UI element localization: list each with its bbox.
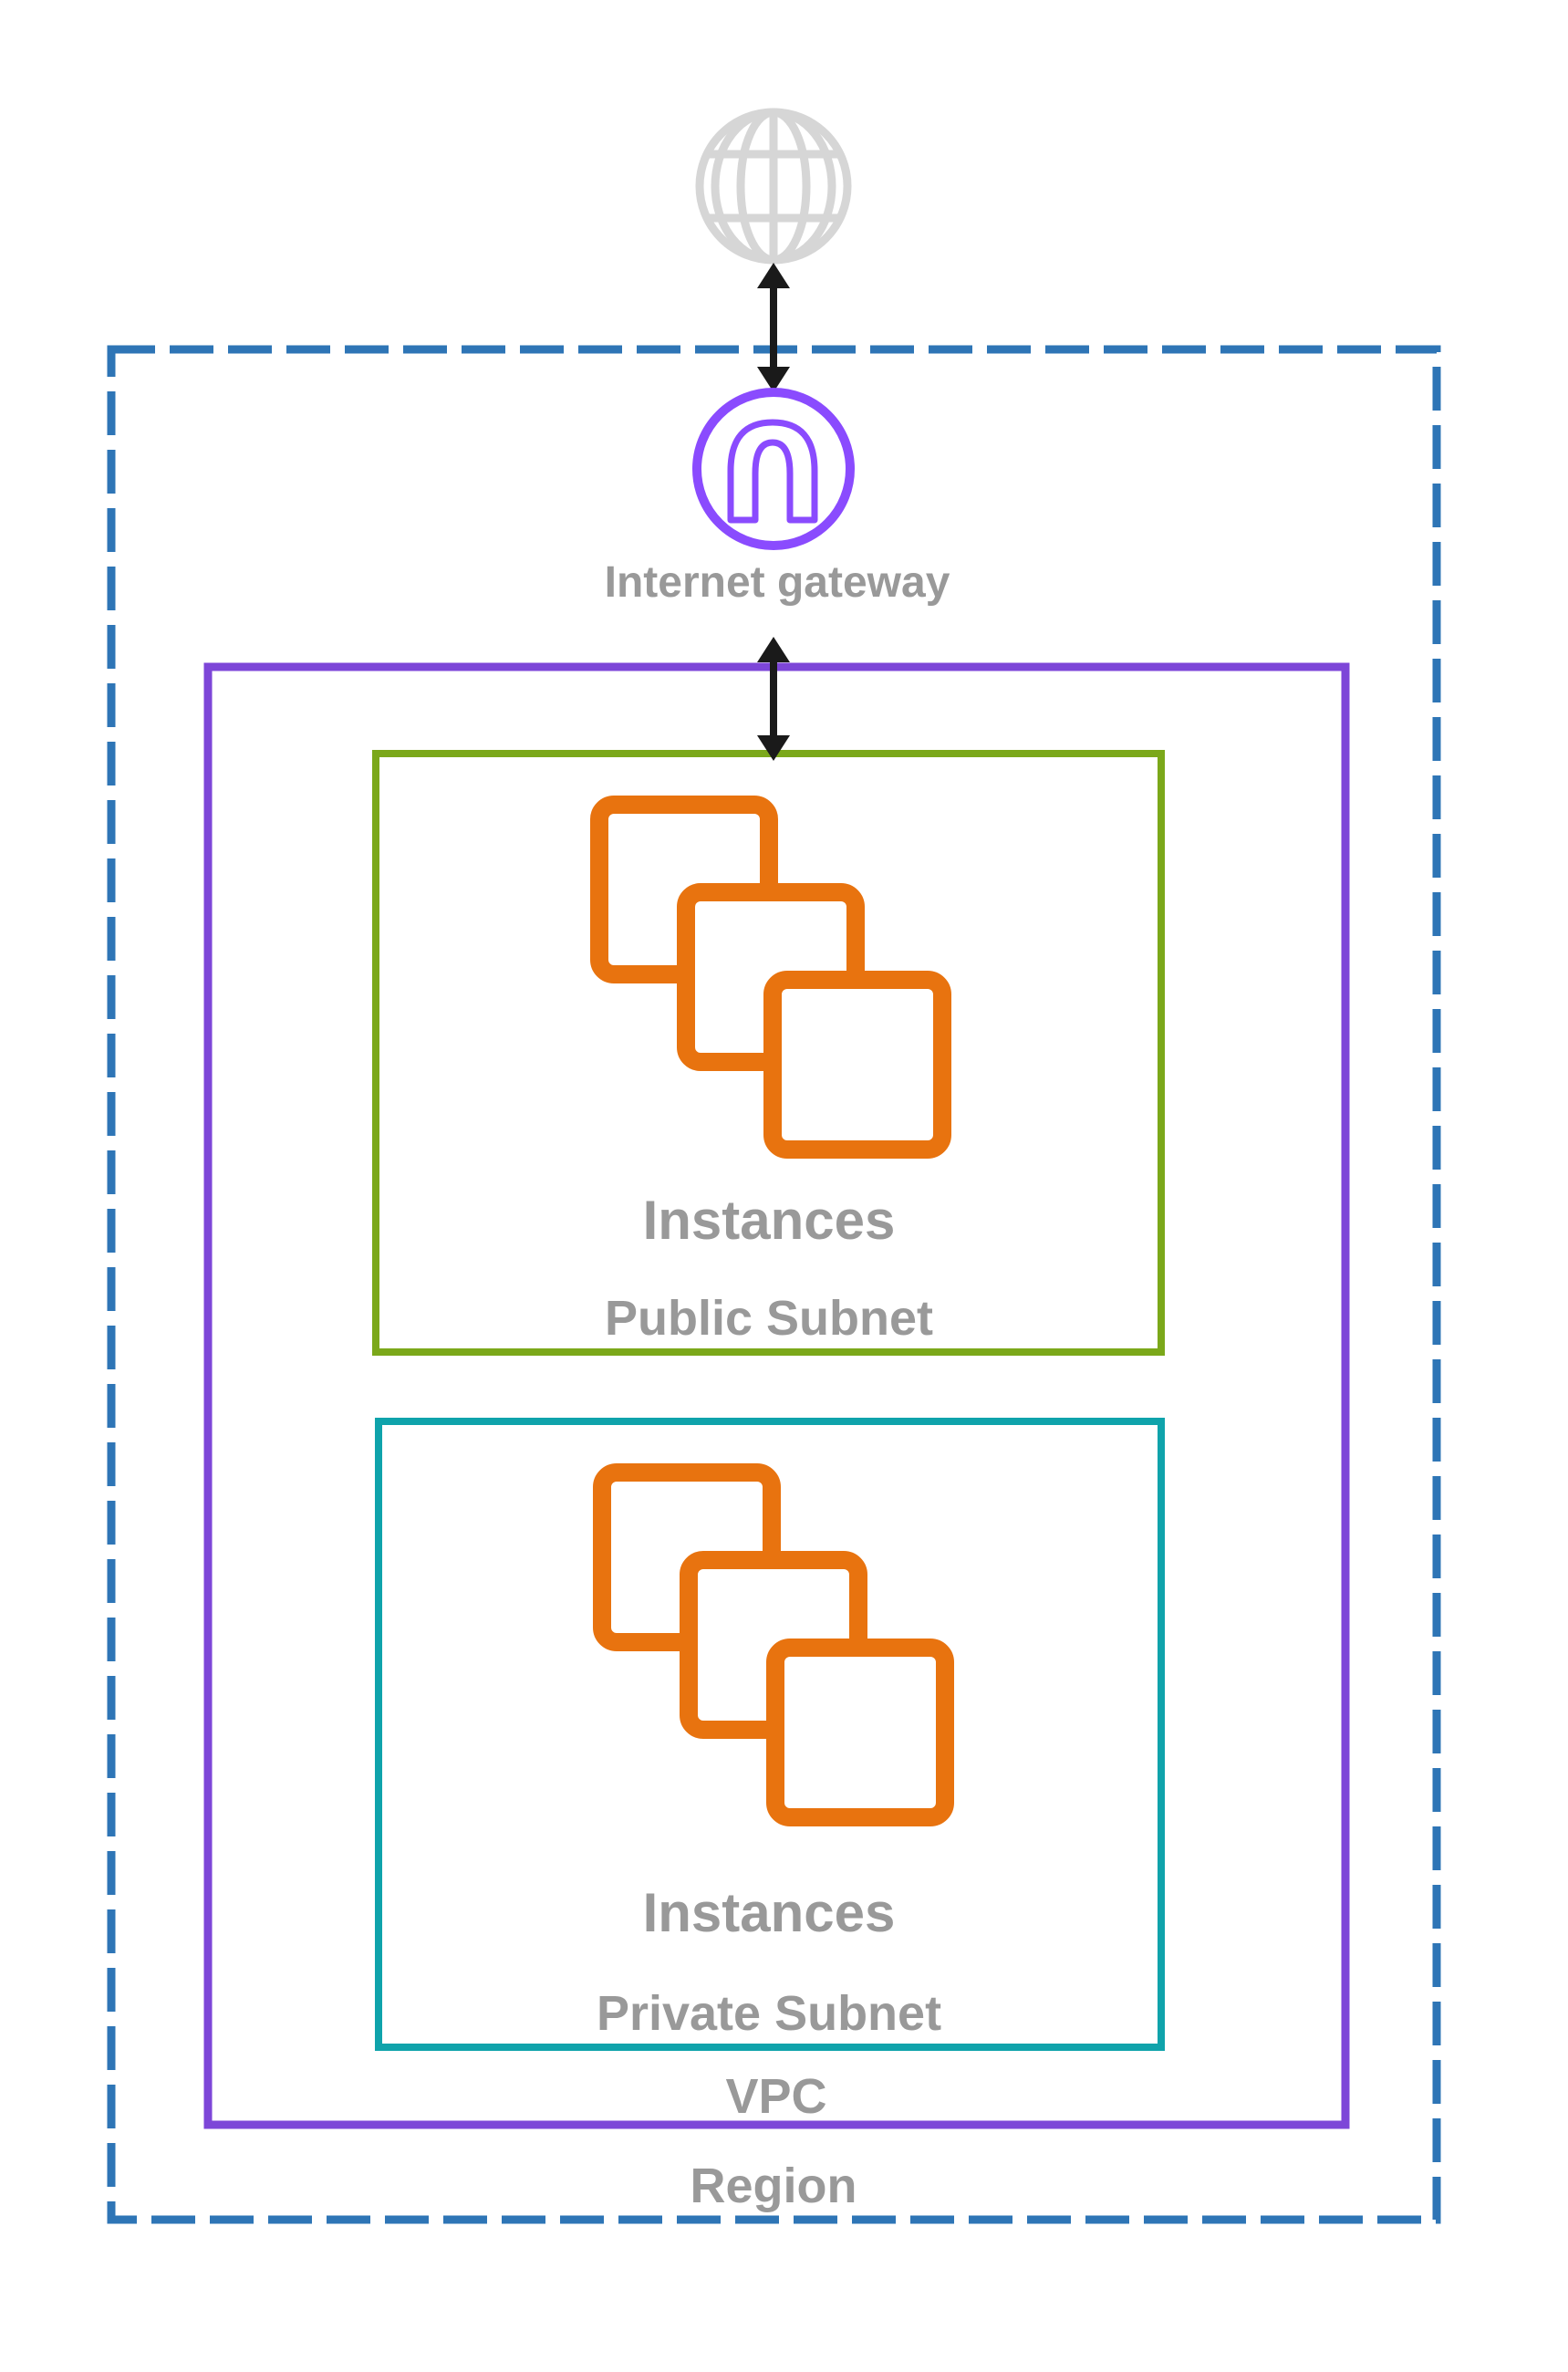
bidirectional-arrow-icon — [757, 637, 790, 761]
public-subnet-label: Public Subnet — [604, 1291, 934, 1346]
private-instances-label: Instances — [642, 1882, 896, 1943]
vpc-label: VPC — [725, 2069, 827, 2124]
public-instances-label: Instances — [642, 1190, 896, 1251]
private-subnet-label: Private Subnet — [596, 1986, 942, 2041]
internet-gateway-label: Internet gateway — [604, 558, 950, 607]
bidirectional-arrow-icon — [757, 263, 790, 392]
instances-icon — [593, 1463, 954, 1826]
instances-icon — [590, 796, 951, 1159]
private-subnet-boundary — [375, 1418, 1165, 2051]
region-label: Region — [690, 2159, 857, 2213]
internet-gateway-icon — [692, 388, 855, 550]
internet-globe-icon — [695, 108, 852, 265]
public-subnet-boundary — [372, 750, 1165, 1356]
